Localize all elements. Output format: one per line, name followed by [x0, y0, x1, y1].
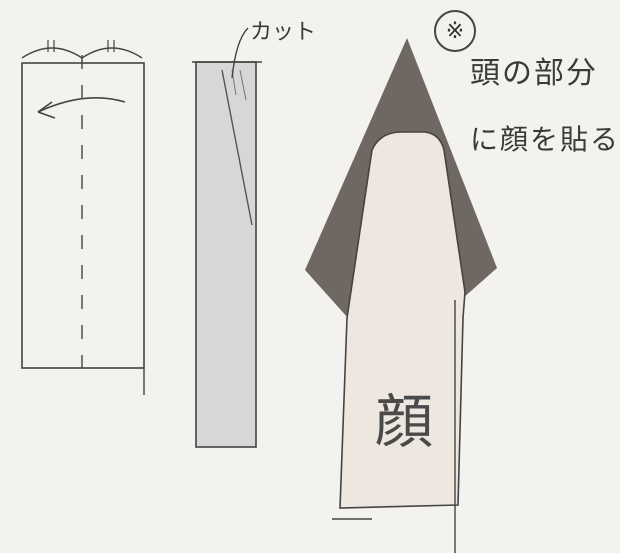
- cut-label: カット: [250, 20, 317, 45]
- face-panel: [339, 131, 466, 509]
- paper-outline: [21, 62, 145, 369]
- fold-arrow: [37, 97, 126, 113]
- folded-paper-diagram: [21, 40, 145, 395]
- equal-measure-arc-right: [81, 47, 143, 59]
- cut-line: [221, 69, 253, 226]
- cut-pointer: [231, 27, 249, 79]
- note-text-line-2: に顔を貼る: [470, 123, 620, 156]
- equal-measure-arc-left: [21, 47, 83, 59]
- note-mark: ※: [434, 10, 476, 52]
- cut-strip-diagram: [192, 27, 262, 448]
- folded-strip: [195, 61, 257, 448]
- shading-stroke: [239, 69, 247, 101]
- face-label: 顔: [375, 388, 434, 456]
- head-diagram: [305, 38, 497, 553]
- fold-arrow-head: [37, 101, 56, 119]
- note-text-line-1: 頭の部分: [470, 56, 598, 91]
